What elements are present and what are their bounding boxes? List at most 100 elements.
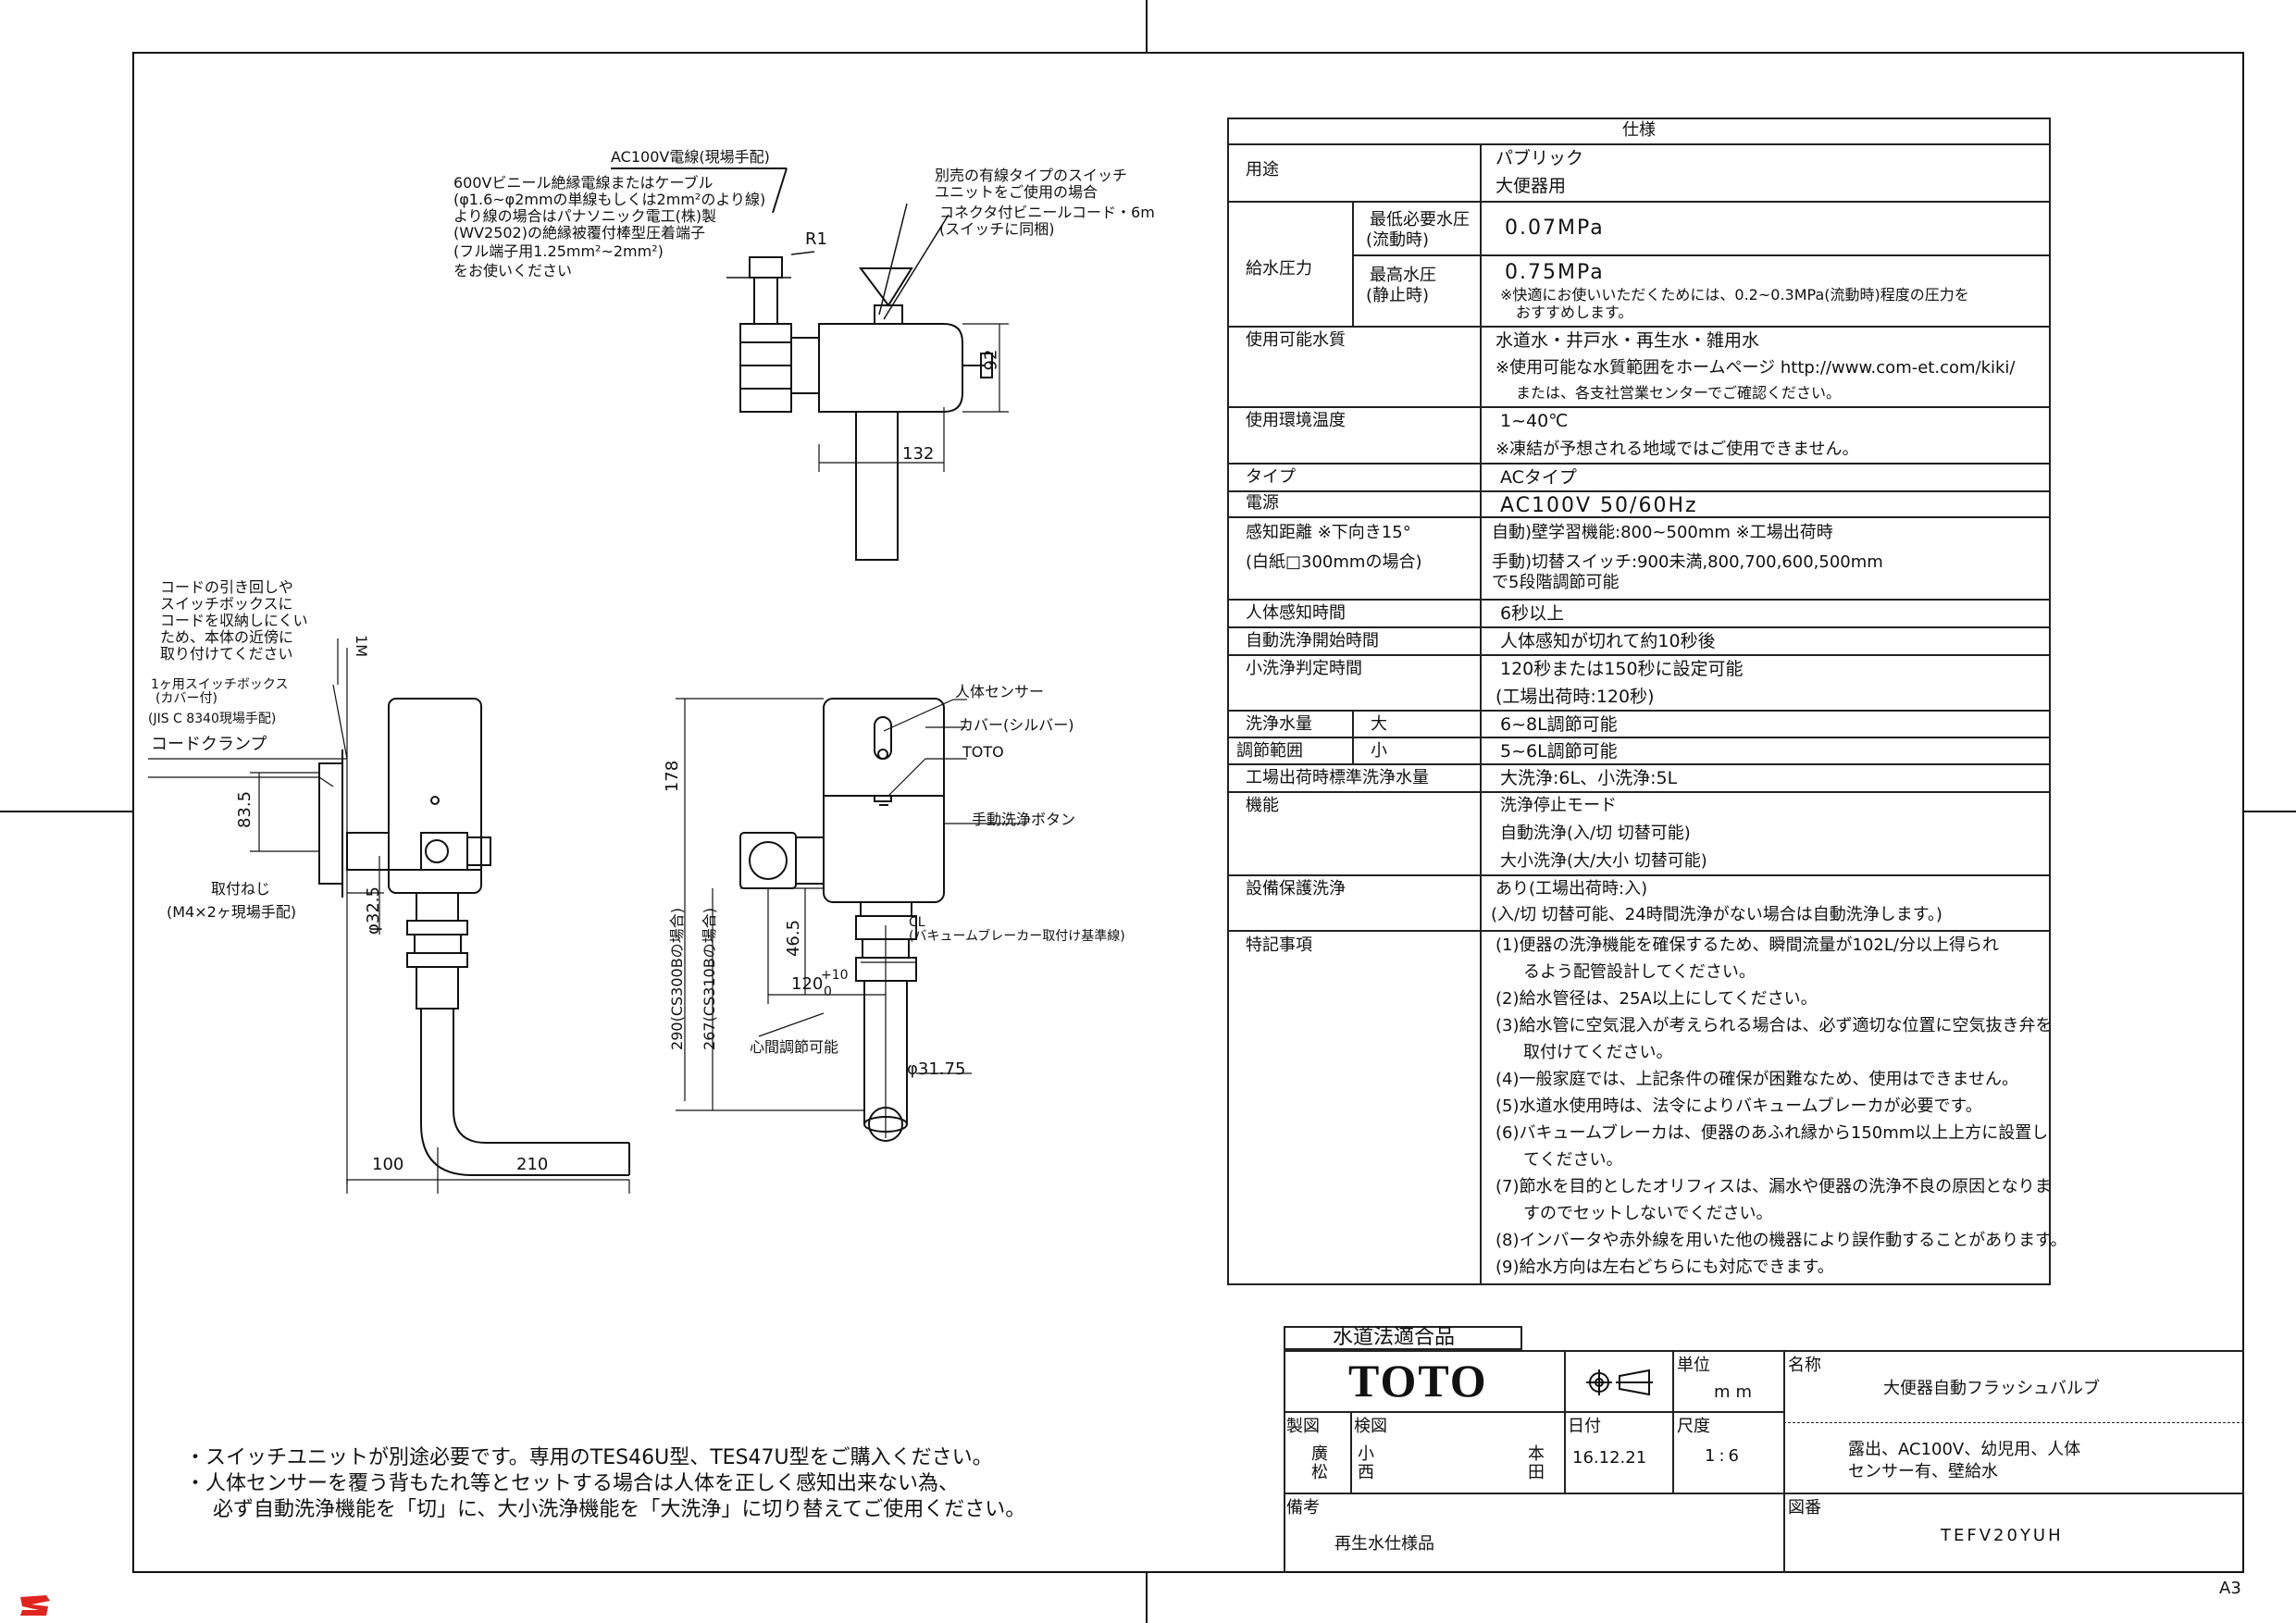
spec-label-water: 使用可能水質 xyxy=(1246,330,1346,350)
crop-mark-right xyxy=(2244,811,2296,812)
cord-clamp-label: コードクランプ xyxy=(151,735,267,754)
spec-max-pressure-value: 0.75MPa xyxy=(1505,261,1605,284)
switch-note-3: コネクタ付ビニールコード・6m xyxy=(939,204,1155,221)
switch-note-4: (スイッチに同梱) xyxy=(939,220,1055,238)
spec-label-volume: 洗浄水量 xyxy=(1246,714,1312,734)
certification-label: 水道法適合品 xyxy=(1333,1326,1456,1349)
manual-button-label: 手動洗浄ボタン xyxy=(972,811,1076,828)
spec-water-1: 水道水・井戸水・再生水・雑用水 xyxy=(1496,330,1760,351)
scale-label: 尺度 xyxy=(1677,1417,1710,1436)
title-block: TOTO 単位 mm 名称 大便器自動フラッシュバルブ 製図 廣 松 検図 小 … xyxy=(1284,1350,2244,1573)
spec-volume-2: 5~6L調節可能 xyxy=(1500,741,1618,762)
spec-function-3: 大小洗浄(大/大小 切替可能) xyxy=(1500,851,1707,871)
spec-min-pressure-value: 0.07MPa xyxy=(1505,217,1605,240)
cable-note-4: (WV2502)の絶縁被覆付棒型圧着端子 xyxy=(453,224,705,242)
sheet-size: A3 xyxy=(2219,1579,2241,1598)
toto-logo: TOTO xyxy=(1348,1355,1488,1406)
spec-detect-1: 自動)壁学習機能:800~500mm ※工場出荷時 xyxy=(1492,523,1833,542)
spec-pressure-note-1: ※快適にお使いいただくためには、0.2~0.3MPa(流動時)程度の圧力を xyxy=(1500,286,1969,304)
spec-label-auto-start: 自動洗浄開始時間 xyxy=(1246,631,1379,650)
spec-auto-start: 人体感知が切れて約10秒後 xyxy=(1500,631,1716,651)
date-value: 16.12.21 xyxy=(1572,1448,1647,1468)
spec-volume-1: 6~8L調節可能 xyxy=(1500,714,1618,735)
cord-note-1: コードの引き回しや xyxy=(160,578,293,596)
dim-178: 178 xyxy=(663,760,683,793)
spec-label-detect: 感知距離 ※下向き15° xyxy=(1246,523,1411,542)
cord-note-3: コードを収納しにくい xyxy=(160,612,308,629)
spec-sense-time: 6秒以上 xyxy=(1500,603,1565,624)
switchbox-label-2: (カバー付) xyxy=(155,691,217,706)
dim-83-5: 83.5 xyxy=(235,790,255,829)
special-note-6b: てください。 xyxy=(1523,1150,1623,1170)
spec-pressure-note-2: おすすめします。 xyxy=(1516,304,1633,321)
dim-phi-31-75: φ31.75 xyxy=(907,1059,966,1079)
spec-power: AC100V 50/60Hz xyxy=(1500,494,1698,517)
spec-label-function: 機能 xyxy=(1246,796,1279,815)
spec-title: 仕様 xyxy=(1622,120,1656,140)
spec-small-judge-1: 120秒または150秒に設定可能 xyxy=(1500,659,1744,679)
product-name: 大便器自動フラッシュバルブ xyxy=(1883,1379,2100,1398)
toto-label: TOTO xyxy=(962,743,1004,761)
spec-temp-2: ※凍結が予想される地域ではご使用できません。 xyxy=(1496,440,1859,459)
special-note-1b: るよう配管設計してください。 xyxy=(1523,962,1756,982)
cord-note-2: スイッチボックスに xyxy=(160,595,293,613)
spec-protect-1: あり(工場出荷時:入) xyxy=(1496,879,1648,898)
dim-267: 267(CS310Bの場合) xyxy=(700,908,718,1050)
remarks-label: 備考 xyxy=(1286,1498,1320,1518)
special-note-7b: すのでセットしないでください。 xyxy=(1523,1204,1773,1223)
screw-label-1: 取付ねじ xyxy=(211,880,271,898)
spec-label-temp: 使用環境温度 xyxy=(1246,411,1346,430)
special-note-6: (6)バキュームブレーカは、便器のあふれ縁から150mm以上上方に設置し xyxy=(1496,1123,2049,1143)
drawn-name-1: 廣 xyxy=(1311,1444,1328,1464)
sensor-label: 人体センサー xyxy=(955,683,1045,700)
special-note-3b: 取付けてください。 xyxy=(1523,1043,1673,1062)
r1-label: R1 xyxy=(805,229,827,249)
name-label: 名称 xyxy=(1788,1356,1821,1375)
cable-title: AC100V電線(現場手配) xyxy=(611,148,770,166)
scale-value: 1:6 xyxy=(1705,1446,1743,1466)
drawing-number: TEFV20YUH xyxy=(1941,1526,2064,1545)
crop-mark-left xyxy=(0,811,132,812)
spec-protect-2: (入/切 切替可能、24時間洗浄がない場合は自動洗浄します。) xyxy=(1491,905,1942,924)
spec-min-pressure-note: (流動時) xyxy=(1366,230,1430,250)
unit-label: 単位 xyxy=(1677,1356,1710,1375)
description-1: 露出、AC100V、幼児用、人体 xyxy=(1848,1440,2081,1459)
spec-use-2: 大便器用 xyxy=(1496,176,1567,196)
spec-small-judge-2: (工場出荷時:120秒) xyxy=(1496,687,1655,707)
screw-label-2: (M4×2ヶ現場手配) xyxy=(167,903,297,921)
cable-note-2: (φ1.6~φ2mmの単線もしくは2mm²のより線) xyxy=(453,191,766,208)
spec-use-1: パブリック xyxy=(1496,148,1584,168)
special-note-9: (9)給水方向は左右どちらにも対応できます。 xyxy=(1496,1258,1834,1277)
special-note-5: (5)水道水使用時は、法令によりバキュームブレーカが必要です。 xyxy=(1496,1096,1982,1116)
spec-label-sense-time: 人体感知時間 xyxy=(1246,603,1346,623)
cable-note-3: より線の場合はパナソニック電工(株)製 xyxy=(453,207,717,225)
spec-label-use: 用途 xyxy=(1246,160,1279,180)
spec-max-pressure-note: (静止時) xyxy=(1366,286,1430,305)
spec-label-factory-volume: 工場出荷時標準洗浄水量 xyxy=(1246,768,1429,787)
dim-92: 92 xyxy=(981,349,1001,371)
spec-temp-1: 1~40℃ xyxy=(1500,411,1569,431)
dim-132: 132 xyxy=(902,444,935,464)
corner-mark-icon xyxy=(20,1595,50,1616)
special-note-1: (1)便器の洗浄機能を確保するため、瞬間流量が102L/分以上得られ xyxy=(1496,935,1999,955)
spec-label-protect: 設備保護洗浄 xyxy=(1246,879,1346,898)
check-name-3: 本 xyxy=(1528,1444,1545,1464)
bottom-note-1: ・スイッチユニットが別途必要です。専用のTES46U型、TES47U型をご購入く… xyxy=(185,1446,993,1469)
switch-note-2: ユニットをご使用の場合 xyxy=(935,183,1098,201)
spec-type: ACタイプ xyxy=(1500,467,1577,488)
cl-label: CL xyxy=(909,915,925,930)
spec-min-pressure: 最低必要水圧 xyxy=(1370,210,1470,229)
spec-label-notes: 特記事項 xyxy=(1246,935,1312,955)
center-adjust-label: 心間調節可能 xyxy=(750,1038,839,1056)
cable-note-1: 600Vビニール絶縁電線またはケーブル xyxy=(453,174,714,192)
spec-table: 仕様 用途 パブリック 大便器用 給水圧力 最低必要水圧 (流動時) 0.07M… xyxy=(1227,118,2066,1285)
crop-mark-top xyxy=(1146,0,1148,52)
spec-label-power: 電源 xyxy=(1246,493,1279,513)
cord-note-5: 取り付けてください xyxy=(160,645,293,663)
special-note-4: (4)一般家庭では、上記条件の確保が困難なため、使用はできません。 xyxy=(1496,1070,2018,1089)
check-name-1: 小 xyxy=(1358,1444,1374,1464)
spec-detect-3: で5段階調節可能 xyxy=(1492,573,1620,592)
drawing-frame xyxy=(132,52,2244,1573)
switchbox-label-1: 1ヶ用スイッチボックス xyxy=(151,677,289,692)
spec-max-pressure: 最高水圧 xyxy=(1370,266,1436,285)
